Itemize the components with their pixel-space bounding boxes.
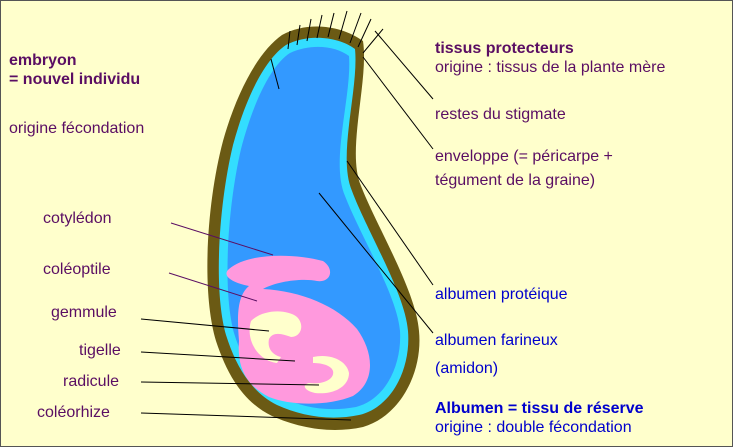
embryon-title: embryon [9,51,77,70]
label-albumen-proteique: albumen protéique [435,285,568,304]
protective-tissues-origin: origine : tissus de la plante mère [435,58,665,77]
label-stigma-remains: restes du stigmate [435,105,566,124]
label-coleorhize: coléorhize [37,403,110,422]
label-envelope-line2: tégument de la graine) [435,171,595,190]
embryon-subtitle: = nouvel individu [9,70,140,89]
protective-tissues-title: tissus protecteurs [435,39,574,58]
label-albumen-farineux: albumen farineux [435,331,558,350]
leader-enveloppe [363,57,433,149]
label-gemmule: gemmule [51,303,117,322]
label-albumen-amidon: (amidon) [435,359,498,378]
embryon-origin: origine fécondation [9,119,144,138]
label-envelope-line1: enveloppe (= péricarpe + [435,147,613,166]
albumen-origin: origine : double fécondation [435,418,632,437]
leader-stigmate [375,31,433,99]
label-radicule: radicule [63,372,119,391]
label-cotyledon: cotylédon [43,209,112,228]
label-coleoptile: coléoptile [43,260,111,279]
label-tigelle: tigelle [79,341,121,360]
albumen-title: Albumen = tissu de réserve [435,399,644,418]
